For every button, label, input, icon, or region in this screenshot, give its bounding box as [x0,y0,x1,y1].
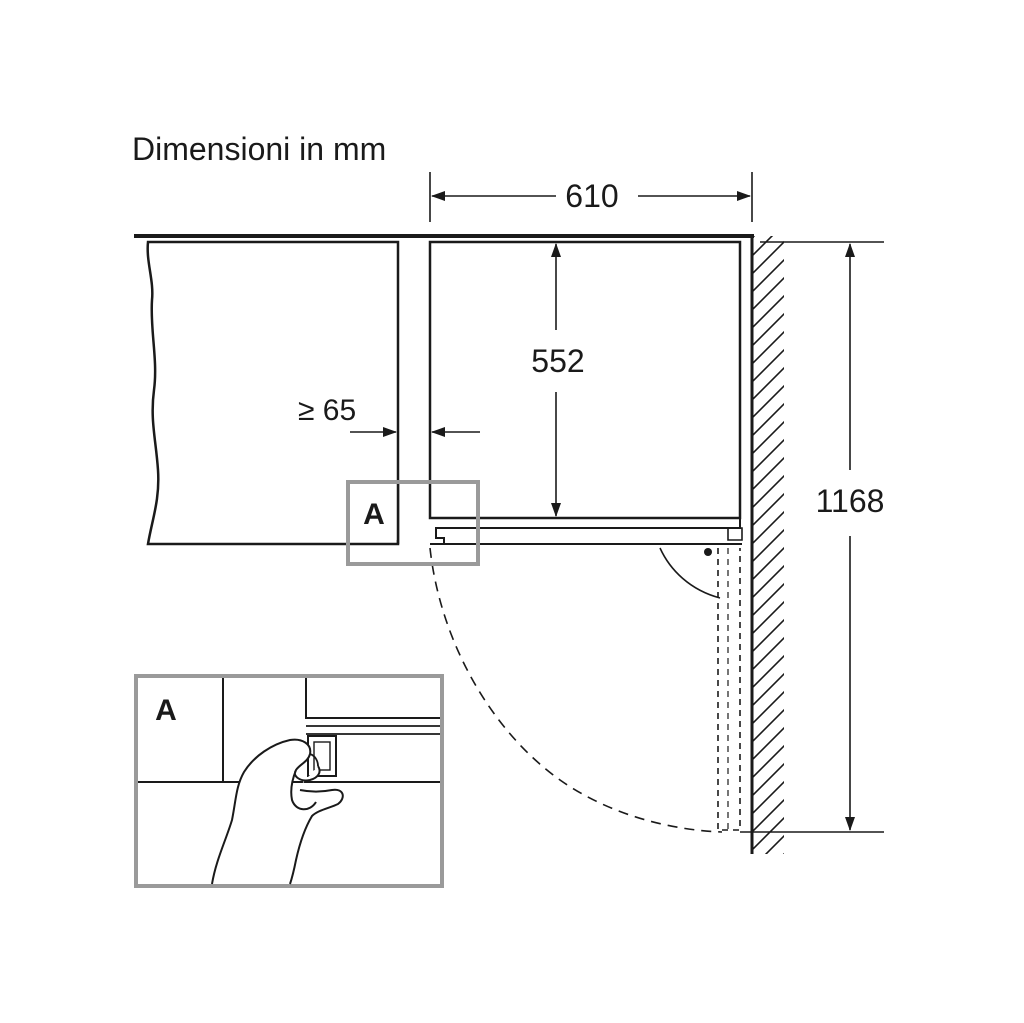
adjacent-cabinet [146,240,400,546]
diagram-title: Dimensioni in mm [132,131,386,167]
open-door-outline [717,548,741,831]
detail-inset-label: A [155,694,177,727]
detail-appliance [305,678,440,719]
gap-label: ≥ 65 [298,394,356,427]
hand-finger-tip [309,753,319,767]
hinge-pivot [704,548,712,556]
swing-label: 1168 [816,483,885,519]
door-swing-arc [429,547,723,833]
depth-label: 552 [531,343,584,379]
detail-inset: A [134,674,444,888]
callout-box [346,480,480,566]
hinge [727,527,743,541]
width-label: 610 [565,178,618,214]
hinge-arc [659,547,721,599]
appliance-body [428,240,742,520]
wall-hatching [752,236,784,854]
callout-label-bg [350,484,398,540]
callout-label: A [363,498,385,531]
hand-icon [211,738,344,885]
detail-door [306,725,440,735]
